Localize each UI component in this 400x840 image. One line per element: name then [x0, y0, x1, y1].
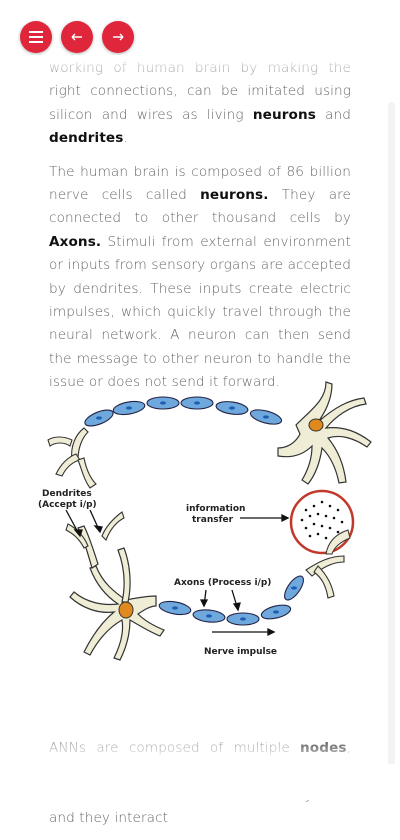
- paragraph-1: working of human brain by making the rig…: [49, 57, 351, 151]
- left-terminal: [47, 427, 97, 489]
- bold-term: Axons.: [49, 233, 102, 250]
- back-button[interactable]: [61, 21, 93, 53]
- text: and: [315, 106, 352, 123]
- info-sublabel: transfer: [192, 515, 234, 525]
- text: Stimuli from external environment or inp…: [49, 233, 351, 391]
- info-label: information: [186, 504, 245, 514]
- paragraph-2: The human brain is composed of 86 billio…: [49, 161, 351, 395]
- bold-term: neurons: [252, 106, 316, 123]
- arrow-right-icon: [112, 33, 124, 41]
- upper-nucleus: [308, 418, 324, 432]
- forward-button[interactable]: [102, 21, 134, 53]
- hamburger-icon: [29, 31, 43, 43]
- text: ANNs are composed of multiple: [49, 739, 301, 756]
- upper-neuron: [277, 381, 372, 485]
- dendrites-sublabel: (Accept i/p): [38, 500, 97, 510]
- axons-label: Axons (Process i/p): [174, 578, 271, 588]
- neuron-illustration: Dendrites (Accept i/p) information trans…: [38, 381, 372, 661]
- text: .: [123, 130, 128, 147]
- text: The human brain is composed of 86 billio…: [49, 163, 351, 204]
- menu-button[interactable]: [20, 21, 52, 53]
- left-dendrites: [65, 511, 125, 549]
- bold-term: neurons.: [200, 187, 269, 204]
- arrow-left-icon: [71, 33, 83, 41]
- bold-term: dendrites: [49, 130, 124, 147]
- text: They are connected to other thousand cel…: [49, 187, 351, 227]
- dendrites-label: Dendrites: [42, 489, 92, 499]
- bold-term: nodes: [300, 739, 347, 756]
- bottom-blank: [0, 764, 400, 800]
- lower-nucleus: [118, 601, 134, 619]
- impulse-label: Nerve impulse: [204, 647, 277, 657]
- neuron-diagram: Dendrites (Accept i/p) information trans…: [26, 370, 378, 666]
- synapse-magnifier: [289, 489, 355, 555]
- upper-axon: [84, 396, 283, 427]
- scrollbar[interactable]: [388, 102, 395, 782]
